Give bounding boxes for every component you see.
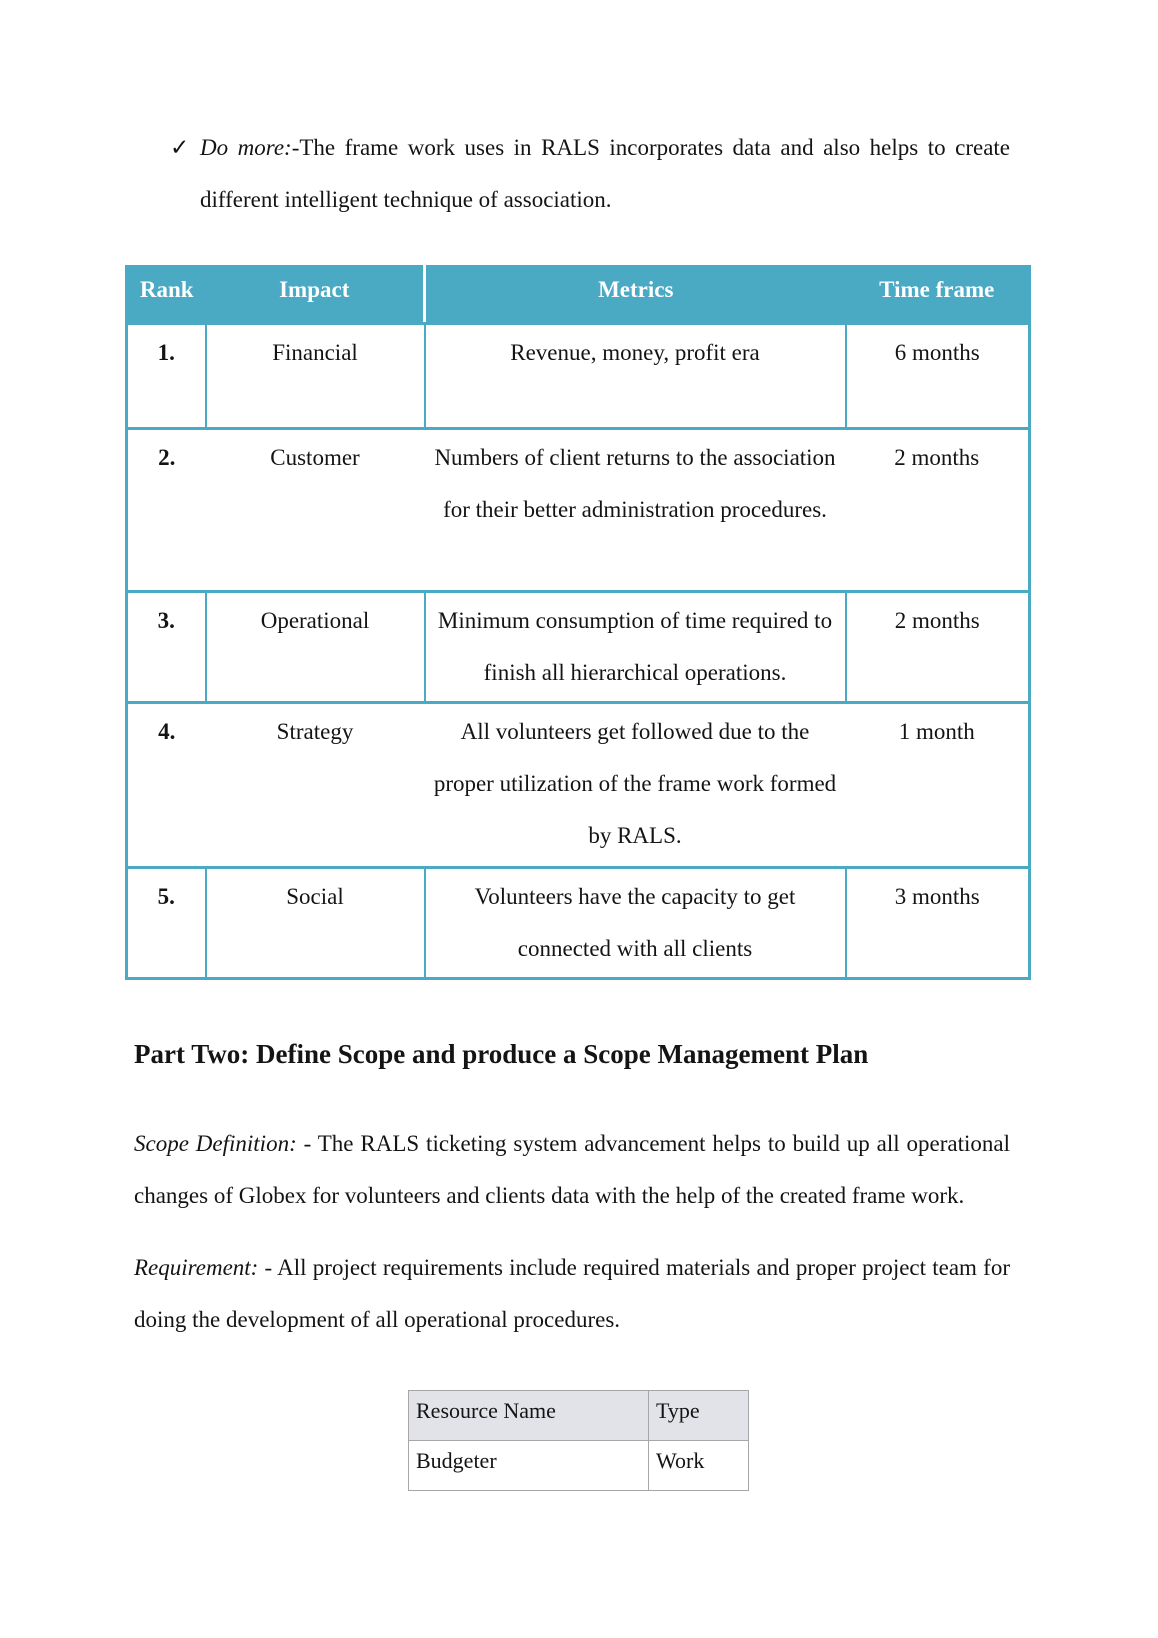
table-row: 4. Strategy All volunteers get followed …: [126, 702, 1030, 869]
timeframe-cell: 3 months: [844, 867, 1031, 980]
metrics-cell: Volunteers have the capacity to get conn…: [423, 867, 847, 980]
header-resource-name: Resource Name: [408, 1390, 649, 1441]
rank-cell: 1.: [125, 323, 207, 430]
scope-definition-text: - The RALS ticketing system advancement …: [134, 1131, 1010, 1208]
rank-cell: 2.: [126, 428, 206, 593]
rank-cell: 4.: [126, 702, 206, 869]
resource-type-cell: Work: [648, 1440, 749, 1491]
resource-table: Resource Name Type Budgeter Work: [408, 1390, 749, 1491]
table-row: 5. Social Volunteers have the capacity t…: [125, 867, 1031, 980]
bullet-paragraph: ✓ Do more:-The frame work uses in RALS in…: [134, 122, 1010, 226]
table-row: 1. Financial Revenue, money, profit era …: [125, 323, 1031, 430]
requirement-text: - All project requirements include requi…: [134, 1255, 1010, 1332]
requirement-paragraph: Requirement: - All project requirements …: [134, 1242, 1010, 1346]
resource-name-cell: Budgeter: [408, 1440, 649, 1491]
impact-table-header-row: Rank Impact Metrics Time frame: [126, 266, 1030, 325]
requirement-lead: Requirement:: [134, 1255, 259, 1280]
metrics-cell: All volunteers get followed due to the p…: [424, 702, 846, 869]
header-rank: Rank: [126, 266, 206, 325]
scope-definition-lead: Scope Definition:: [134, 1131, 297, 1156]
header-metrics: Metrics: [424, 266, 846, 325]
header-impact: Impact: [205, 266, 426, 325]
part-two-heading: Part Two: Define Scope and produce a Sco…: [134, 1039, 869, 1069]
resource-table-header-row: Resource Name Type: [408, 1390, 749, 1441]
header-timeframe: Time frame: [845, 266, 1030, 325]
timeframe-cell: 1 month: [845, 702, 1030, 869]
impact-cell: Operational: [204, 591, 426, 704]
scope-definition-paragraph: Scope Definition: - The RALS ticketing s…: [134, 1118, 1010, 1222]
impact-cell: Social: [204, 867, 426, 980]
impact-cell: Financial: [204, 323, 426, 430]
impact-cell: Customer: [205, 428, 425, 593]
timeframe-cell: 2 months: [844, 591, 1031, 704]
checkmark-bullet-icon: ✓: [170, 135, 190, 160]
header-type: Type: [648, 1390, 749, 1441]
bullet-lead-text: Do more:: [200, 135, 292, 160]
timeframe-cell: 6 months: [844, 323, 1031, 430]
metrics-cell: Numbers of client returns to the associa…: [424, 428, 846, 593]
bullet-body-text: -The frame work uses in RALS incorporate…: [200, 135, 1010, 212]
metrics-cell: Minimum consumption of time required to …: [423, 591, 847, 704]
table-row: Budgeter Work: [408, 1440, 749, 1491]
timeframe-cell: 2 months: [845, 428, 1030, 593]
table-row: 2. Customer Numbers of client returns to…: [126, 428, 1030, 593]
metrics-cell: Revenue, money, profit era: [423, 323, 847, 430]
table-row: 3. Operational Minimum consumption of ti…: [125, 591, 1031, 704]
rank-cell: 5.: [125, 867, 207, 980]
impact-cell: Strategy: [205, 702, 425, 869]
impact-metrics-table: Rank Impact Metrics Time frame 1. Financ…: [125, 265, 1031, 980]
rank-cell: 3.: [125, 591, 207, 704]
